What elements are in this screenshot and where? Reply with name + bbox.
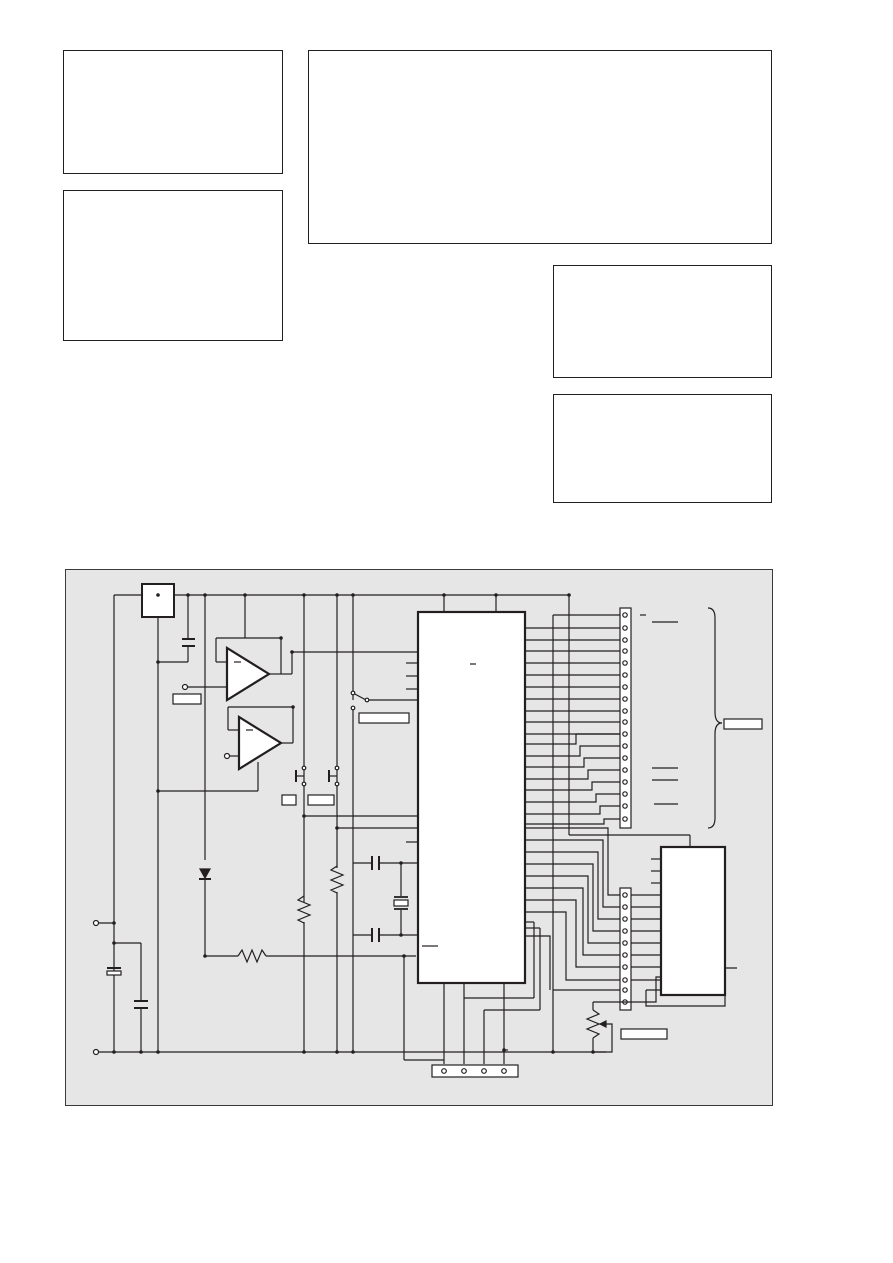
- label-box: [172, 693, 202, 705]
- push-button-icon: [328, 765, 340, 787]
- label-box: [723, 718, 763, 730]
- label-box: [307, 794, 335, 806]
- lcd-module-icon: [659, 845, 727, 997]
- capacitor-icon: [353, 928, 418, 942]
- text-box-mid-left: [63, 190, 283, 341]
- crystal-icon: [393, 863, 409, 935]
- mcu-left-wires: [304, 662, 418, 843]
- label-box: [620, 1028, 668, 1040]
- diode-icon: [198, 868, 238, 957]
- schematic-panel: [65, 569, 773, 1106]
- text-box-top-left-content: [64, 51, 282, 63]
- capacitor-icon: [353, 856, 418, 870]
- label-box: [358, 712, 410, 724]
- brace-icon: [707, 607, 723, 829]
- connector-icon: [619, 887, 632, 1011]
- label-box: [281, 794, 297, 806]
- resistor-icon: [237, 948, 416, 964]
- capacitor-icon: [158, 595, 195, 663]
- power-rails: [92, 594, 606, 1056]
- text-box-right-lower-content: [554, 395, 771, 407]
- voltage-regulator-icon: [141, 583, 175, 618]
- resistor-icon: [329, 865, 345, 894]
- schematic-diagram: [92, 583, 763, 1078]
- text-box-top-left: [63, 50, 283, 174]
- text-box-top-wide-content: [309, 51, 771, 63]
- capacitor-icon: [114, 942, 148, 1052]
- microcontroller-icon: [416, 595, 527, 985]
- mcu-bottom-wires: [443, 921, 541, 1064]
- upper-bus: [525, 595, 691, 1052]
- push-button-icon: [295, 765, 307, 787]
- text-box-top-wide: [308, 50, 772, 244]
- capacitor-icon: [106, 967, 122, 976]
- text-box-right-upper-content: [554, 266, 771, 278]
- lcd-bus: [525, 827, 625, 991]
- switch-icon: [350, 690, 418, 711]
- op-amp-icon: [158, 706, 294, 792]
- resistor-icon: [296, 895, 312, 924]
- text-box-right-upper: [553, 265, 772, 378]
- text-box-mid-left-content: [64, 191, 282, 203]
- text-box-right-lower: [553, 394, 772, 503]
- junction-dots: [112, 593, 595, 1054]
- connector-icon: [619, 607, 678, 829]
- op-amp-icon: [181, 637, 418, 702]
- supply-taps: [204, 595, 354, 1052]
- connector-icon: [431, 1064, 519, 1078]
- potentiometer-icon: [585, 1001, 631, 1053]
